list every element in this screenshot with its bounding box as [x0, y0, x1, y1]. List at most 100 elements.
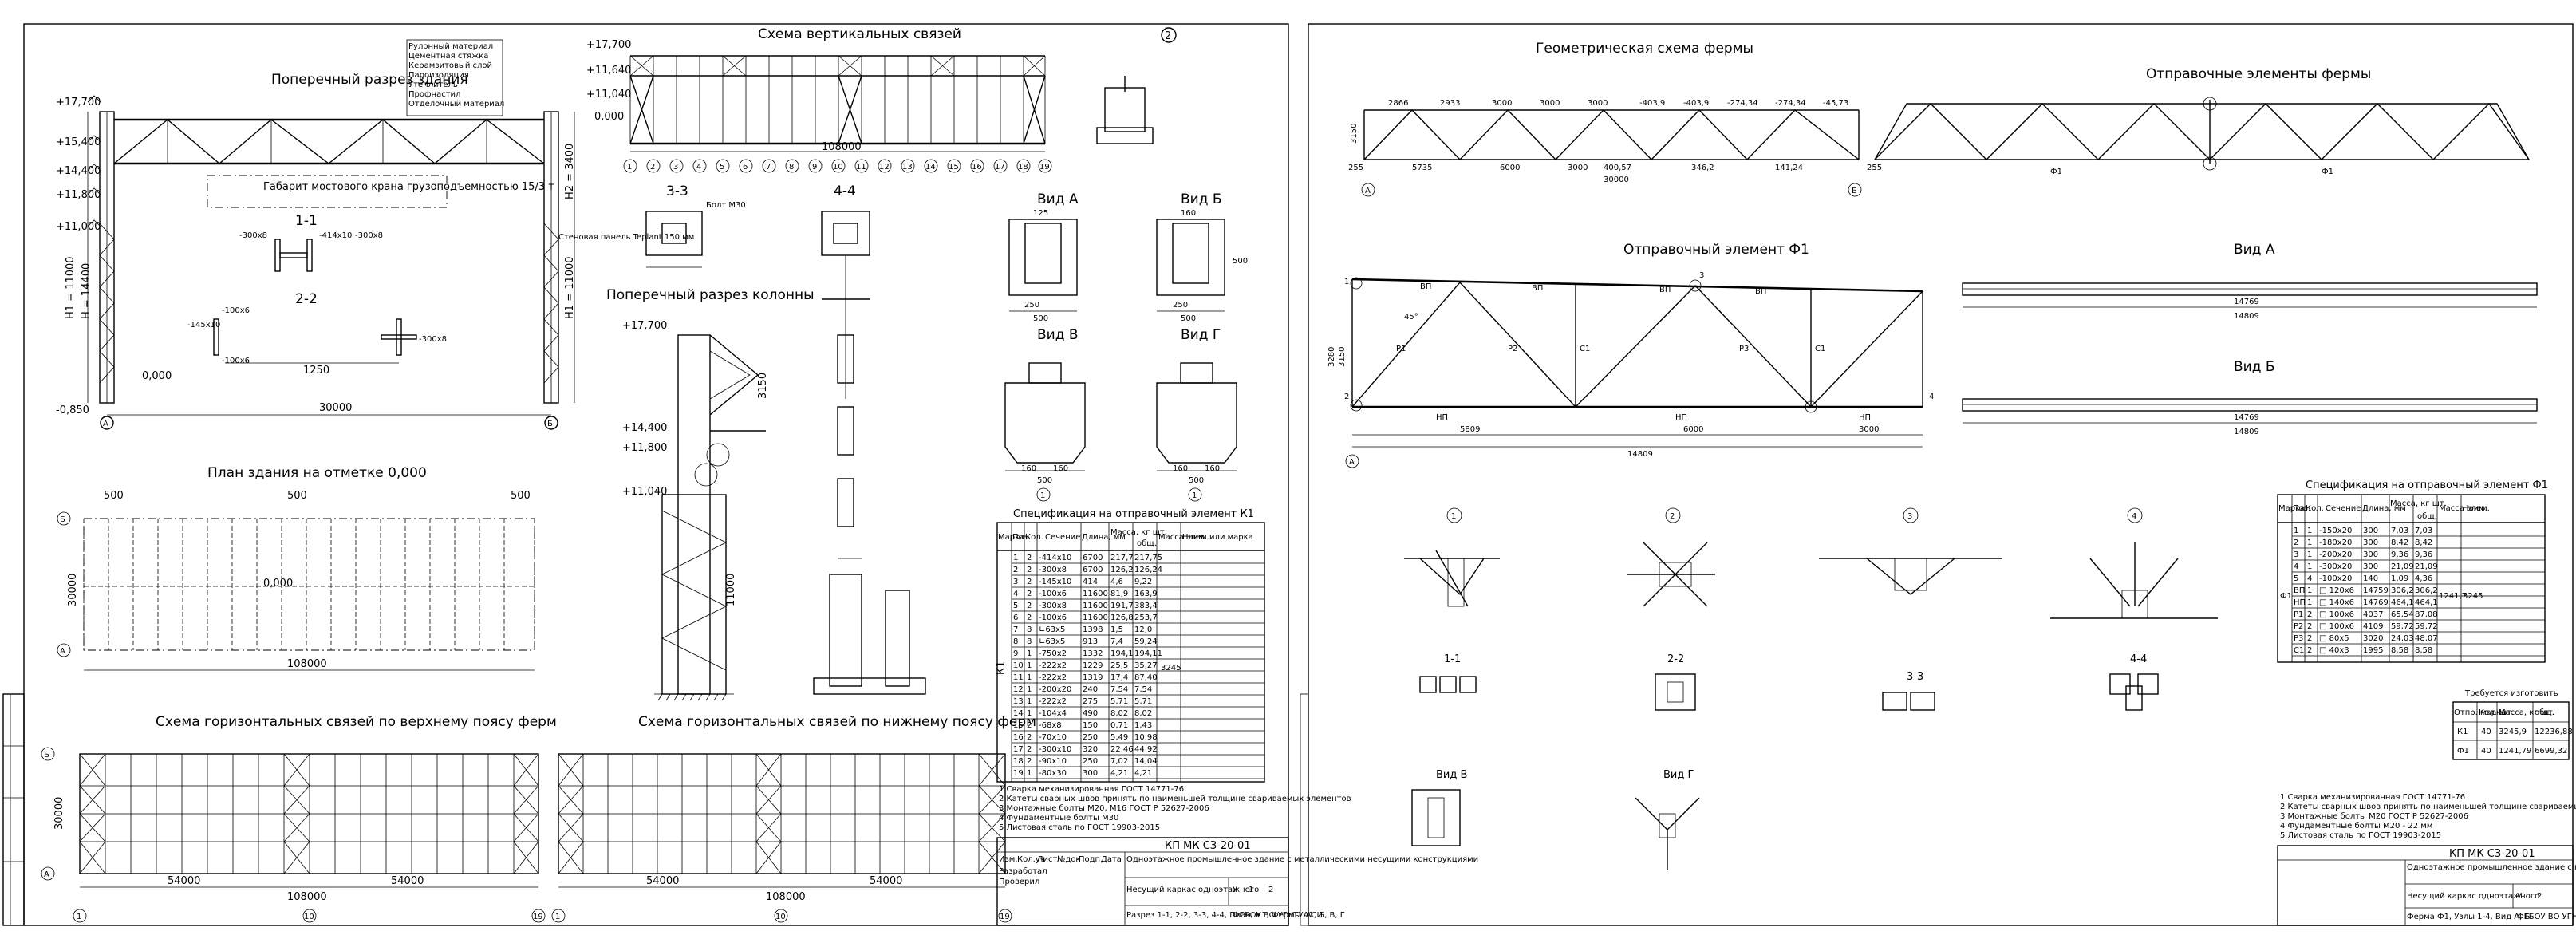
svg-text:1 Сварка механизированная ГОСТ: 1 Сварка механизированная ГОСТ 14771-76 — [2280, 793, 2465, 802]
svg-text:3245,9: 3245,9 — [2499, 728, 2527, 736]
svg-text:У: У — [1233, 886, 1237, 894]
svg-text:Разрез 1-1, 2-2, 3-3, 4-4, Пла: Разрез 1-1, 2-2, 3-3, 4-4, План, К1, Фер… — [1126, 911, 1345, 920]
sheet2-cell: Р3 — [2294, 634, 2303, 643]
building-plan: План здания на отметке 0,000 0,000 500 5… — [57, 465, 535, 671]
svg-text:общ.: общ. — [2417, 512, 2437, 521]
view-g: Вид Г 160 160 500 1 — [1156, 327, 1237, 502]
sheet1-cell: 9 — [1013, 649, 1018, 658]
svg-text:2: 2 — [1165, 30, 1171, 42]
sheet1-cell: 17,4 — [1110, 673, 1128, 682]
span-dim: 30000 — [319, 402, 352, 414]
sheet1-cell: 2 — [1013, 566, 1018, 574]
sheet1-cell: 2 — [1027, 602, 1032, 610]
sheet1-cell: -300х8 — [1039, 566, 1067, 574]
sheet2-cell: 14769 — [2363, 598, 2389, 607]
svg-text:общ.: общ. — [1137, 539, 1157, 548]
svg-text:3-3: 3-3 — [1907, 671, 1923, 683]
sheet2-cell: □ 100х6 — [2319, 622, 2354, 631]
sheet2-cell: □ 80х5 — [2319, 634, 2349, 643]
sheet1-cell: 4,6 — [1110, 578, 1123, 586]
svg-text:6699,32: 6699,32 — [2535, 747, 2567, 756]
svg-text:+11,000: +11,000 — [56, 221, 101, 233]
sheet1-cell: 8 — [1013, 637, 1018, 646]
sheet1-cell: 1 — [1013, 554, 1018, 562]
sheet1-cell: 383,4 — [1134, 602, 1158, 610]
sheet2-cell: □ 140х6 — [2319, 598, 2354, 607]
sheet2-cell: 1 — [2307, 562, 2312, 571]
svg-text:Длина, мм: Длина, мм — [2362, 504, 2406, 513]
sheet2-cell: 4109 — [2363, 622, 2383, 631]
sheet1-cell: 7,4 — [1110, 637, 1123, 646]
svg-text:141,24: 141,24 — [1775, 164, 1803, 172]
svg-text:+11,640: +11,640 — [586, 65, 631, 77]
svg-text:40: 40 — [2481, 747, 2491, 756]
sheet1-cell: 11600 — [1083, 614, 1108, 622]
sheet2-cell: 306,2 — [2415, 586, 2438, 595]
sheet2-cell: 2 — [2294, 539, 2298, 547]
svg-text:+17,700: +17,700 — [56, 97, 101, 108]
sheet1-cell: -104х4 — [1039, 709, 1067, 718]
svg-text:-45,73: -45,73 — [1823, 99, 1848, 108]
svg-text:11000: 11000 — [725, 574, 737, 606]
svg-text:Б: Б — [60, 515, 65, 524]
svg-text:3280: 3280 — [1327, 347, 1336, 367]
svg-text:500: 500 — [1033, 314, 1048, 323]
sheet1-cell: 126,8 — [1110, 614, 1134, 622]
svg-text:1: 1 — [1344, 278, 1349, 286]
svg-text:ВП: ВП — [1532, 284, 1543, 293]
sheet2-cell: 2 — [2307, 634, 2312, 643]
svg-text:4: 4 — [2132, 512, 2136, 521]
sheet1-cell: 2 — [1027, 578, 1032, 586]
sheet1-cell: -300х10 — [1039, 745, 1071, 754]
svg-text:14809: 14809 — [2234, 428, 2259, 436]
svg-text:500: 500 — [287, 490, 307, 502]
vb-axis-bubbles: 1 2 3 4 5 6 7 8 9 10 11 12 13 14 15 16 1… — [623, 159, 1052, 173]
svg-text:-300х8: -300х8 — [419, 335, 447, 344]
sheet1-cell: 3 — [1013, 578, 1018, 586]
sheet-1: Поперечный разрез здания Габарит мостово… — [2, 23, 1478, 926]
sheet2-cell: 65,54 — [2391, 610, 2414, 619]
svg-text:108000: 108000 — [766, 891, 806, 903]
sheet1-cell: 16 — [1013, 733, 1024, 742]
sheet2-cell: -100х20 — [2319, 574, 2352, 583]
view-a: Вид А 500 250 125 — [1008, 191, 1079, 323]
sheet1-cell: 12,0 — [1134, 625, 1152, 634]
svg-text:3000: 3000 — [1859, 425, 1879, 434]
truss-nodes: 1 2 3 4 1-1 2-2 3-3 4-4 Вид В Вид Г — [1404, 507, 2218, 870]
svg-text:54000: 54000 — [870, 875, 902, 887]
plan-title: План здания на отметке 0,000 — [207, 465, 427, 481]
sheet2-cell: 9,36 — [2391, 550, 2408, 559]
svg-text:125: 125 — [1033, 209, 1048, 218]
sheet2-cell: 3 — [2294, 550, 2298, 559]
sheet1-cell: 12 — [1013, 685, 1024, 694]
svg-text:А: А — [44, 870, 49, 879]
svg-text:Спецификация на отправочный эл: Спецификация на отправочный элемент К1 — [1013, 508, 1254, 520]
sheet2-cell: 4 — [2307, 574, 2312, 583]
svg-text:2 Катеты сварных швов принять: 2 Катеты сварных швов принять по наимень… — [999, 795, 1351, 803]
svg-text:Отправочные элементы фермы: Отправочные элементы фермы — [2146, 66, 2371, 82]
sheet1-cell: 2 — [1027, 757, 1032, 766]
svg-text:Утеплитель: Утеплитель — [408, 81, 458, 89]
sheet1-cell: 1229 — [1083, 661, 1103, 670]
svg-text:Масса, кг шт.: Масса, кг шт. — [1110, 528, 1167, 537]
sheet2-cell: НП — [2294, 598, 2306, 607]
sheet2-cell: 1 — [2307, 539, 2312, 547]
sheet2-cell: Р2 — [2294, 622, 2303, 631]
svg-text:5809: 5809 — [1460, 425, 1480, 434]
column-base-detail — [813, 558, 926, 695]
svg-text:Схема горизонтальных связей по: Схема горизонтальных связей по верхнему … — [156, 714, 557, 730]
svg-text:Вид Б: Вид Б — [1181, 191, 1222, 207]
sheet2-cell: 1 — [2307, 527, 2312, 535]
svg-text:3150: 3150 — [757, 373, 769, 399]
svg-text:Пароизоляция: Пароизоляция — [408, 71, 469, 80]
svg-text:2866: 2866 — [1388, 99, 1408, 108]
svg-text:Р3: Р3 — [1739, 345, 1749, 353]
sheet1-cell: 414 — [1083, 578, 1098, 586]
sheet1-frame — [23, 23, 1289, 926]
svg-text:Масса, кг шт.: Масса, кг шт. — [2499, 708, 2555, 717]
svg-text:13: 13 — [902, 163, 913, 172]
svg-text:Вид В: Вид В — [1037, 327, 1079, 343]
sheet1-cell: 14 — [1013, 709, 1024, 718]
